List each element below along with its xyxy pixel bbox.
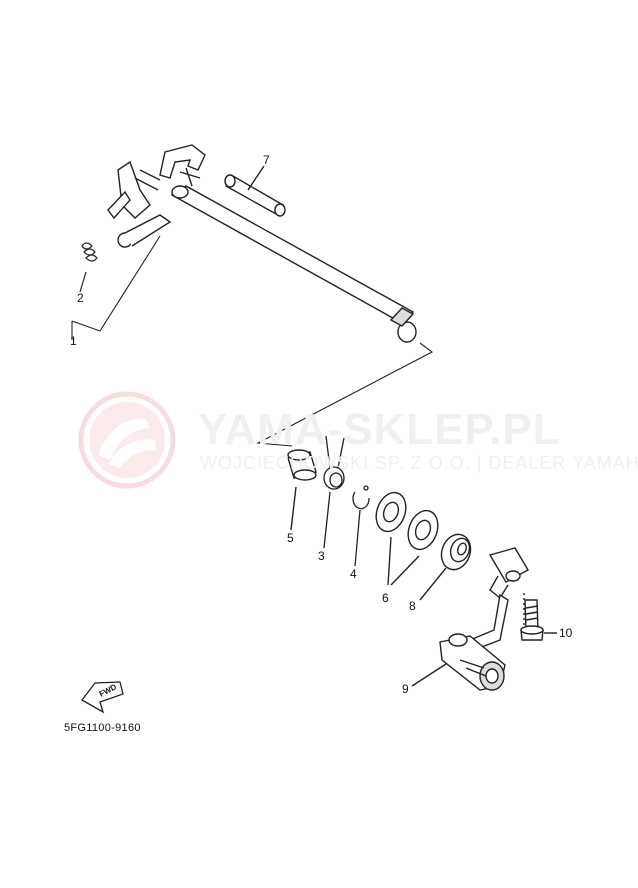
torsion-spring bbox=[323, 435, 345, 549]
bolt bbox=[520, 593, 557, 641]
shaft-spring bbox=[79, 242, 98, 293]
callout-9: 9 bbox=[402, 682, 409, 696]
callout-7: 7 bbox=[263, 153, 270, 167]
shift-shaft bbox=[107, 144, 417, 343]
pin bbox=[224, 165, 286, 217]
collar bbox=[287, 449, 317, 531]
watermark-logo-icon bbox=[78, 391, 176, 489]
callout-1: 1 bbox=[70, 334, 77, 348]
washers bbox=[375, 491, 439, 586]
callout-4: 4 bbox=[350, 567, 357, 581]
callout-3: 3 bbox=[318, 549, 325, 563]
diagram-code: 5FG1100-9160 bbox=[64, 722, 141, 734]
circlip bbox=[352, 485, 370, 567]
callout-10: 10 bbox=[559, 626, 573, 640]
group-bracket bbox=[71, 235, 434, 447]
oil-seal bbox=[419, 533, 472, 601]
shift-pedal bbox=[411, 547, 529, 691]
callout-6: 6 bbox=[382, 591, 389, 605]
watermark-subtitle: WOJCIECHOWSKI SP. Z O.O. | DEALER YAMAHA bbox=[200, 453, 638, 473]
callout-5: 5 bbox=[287, 531, 294, 545]
fwd-arrow-icon: FWD bbox=[81, 681, 124, 714]
watermark-title: YAMA-SKLEP.PL bbox=[198, 405, 561, 454]
callout-8: 8 bbox=[409, 599, 416, 613]
callout-2: 2 bbox=[77, 291, 84, 305]
